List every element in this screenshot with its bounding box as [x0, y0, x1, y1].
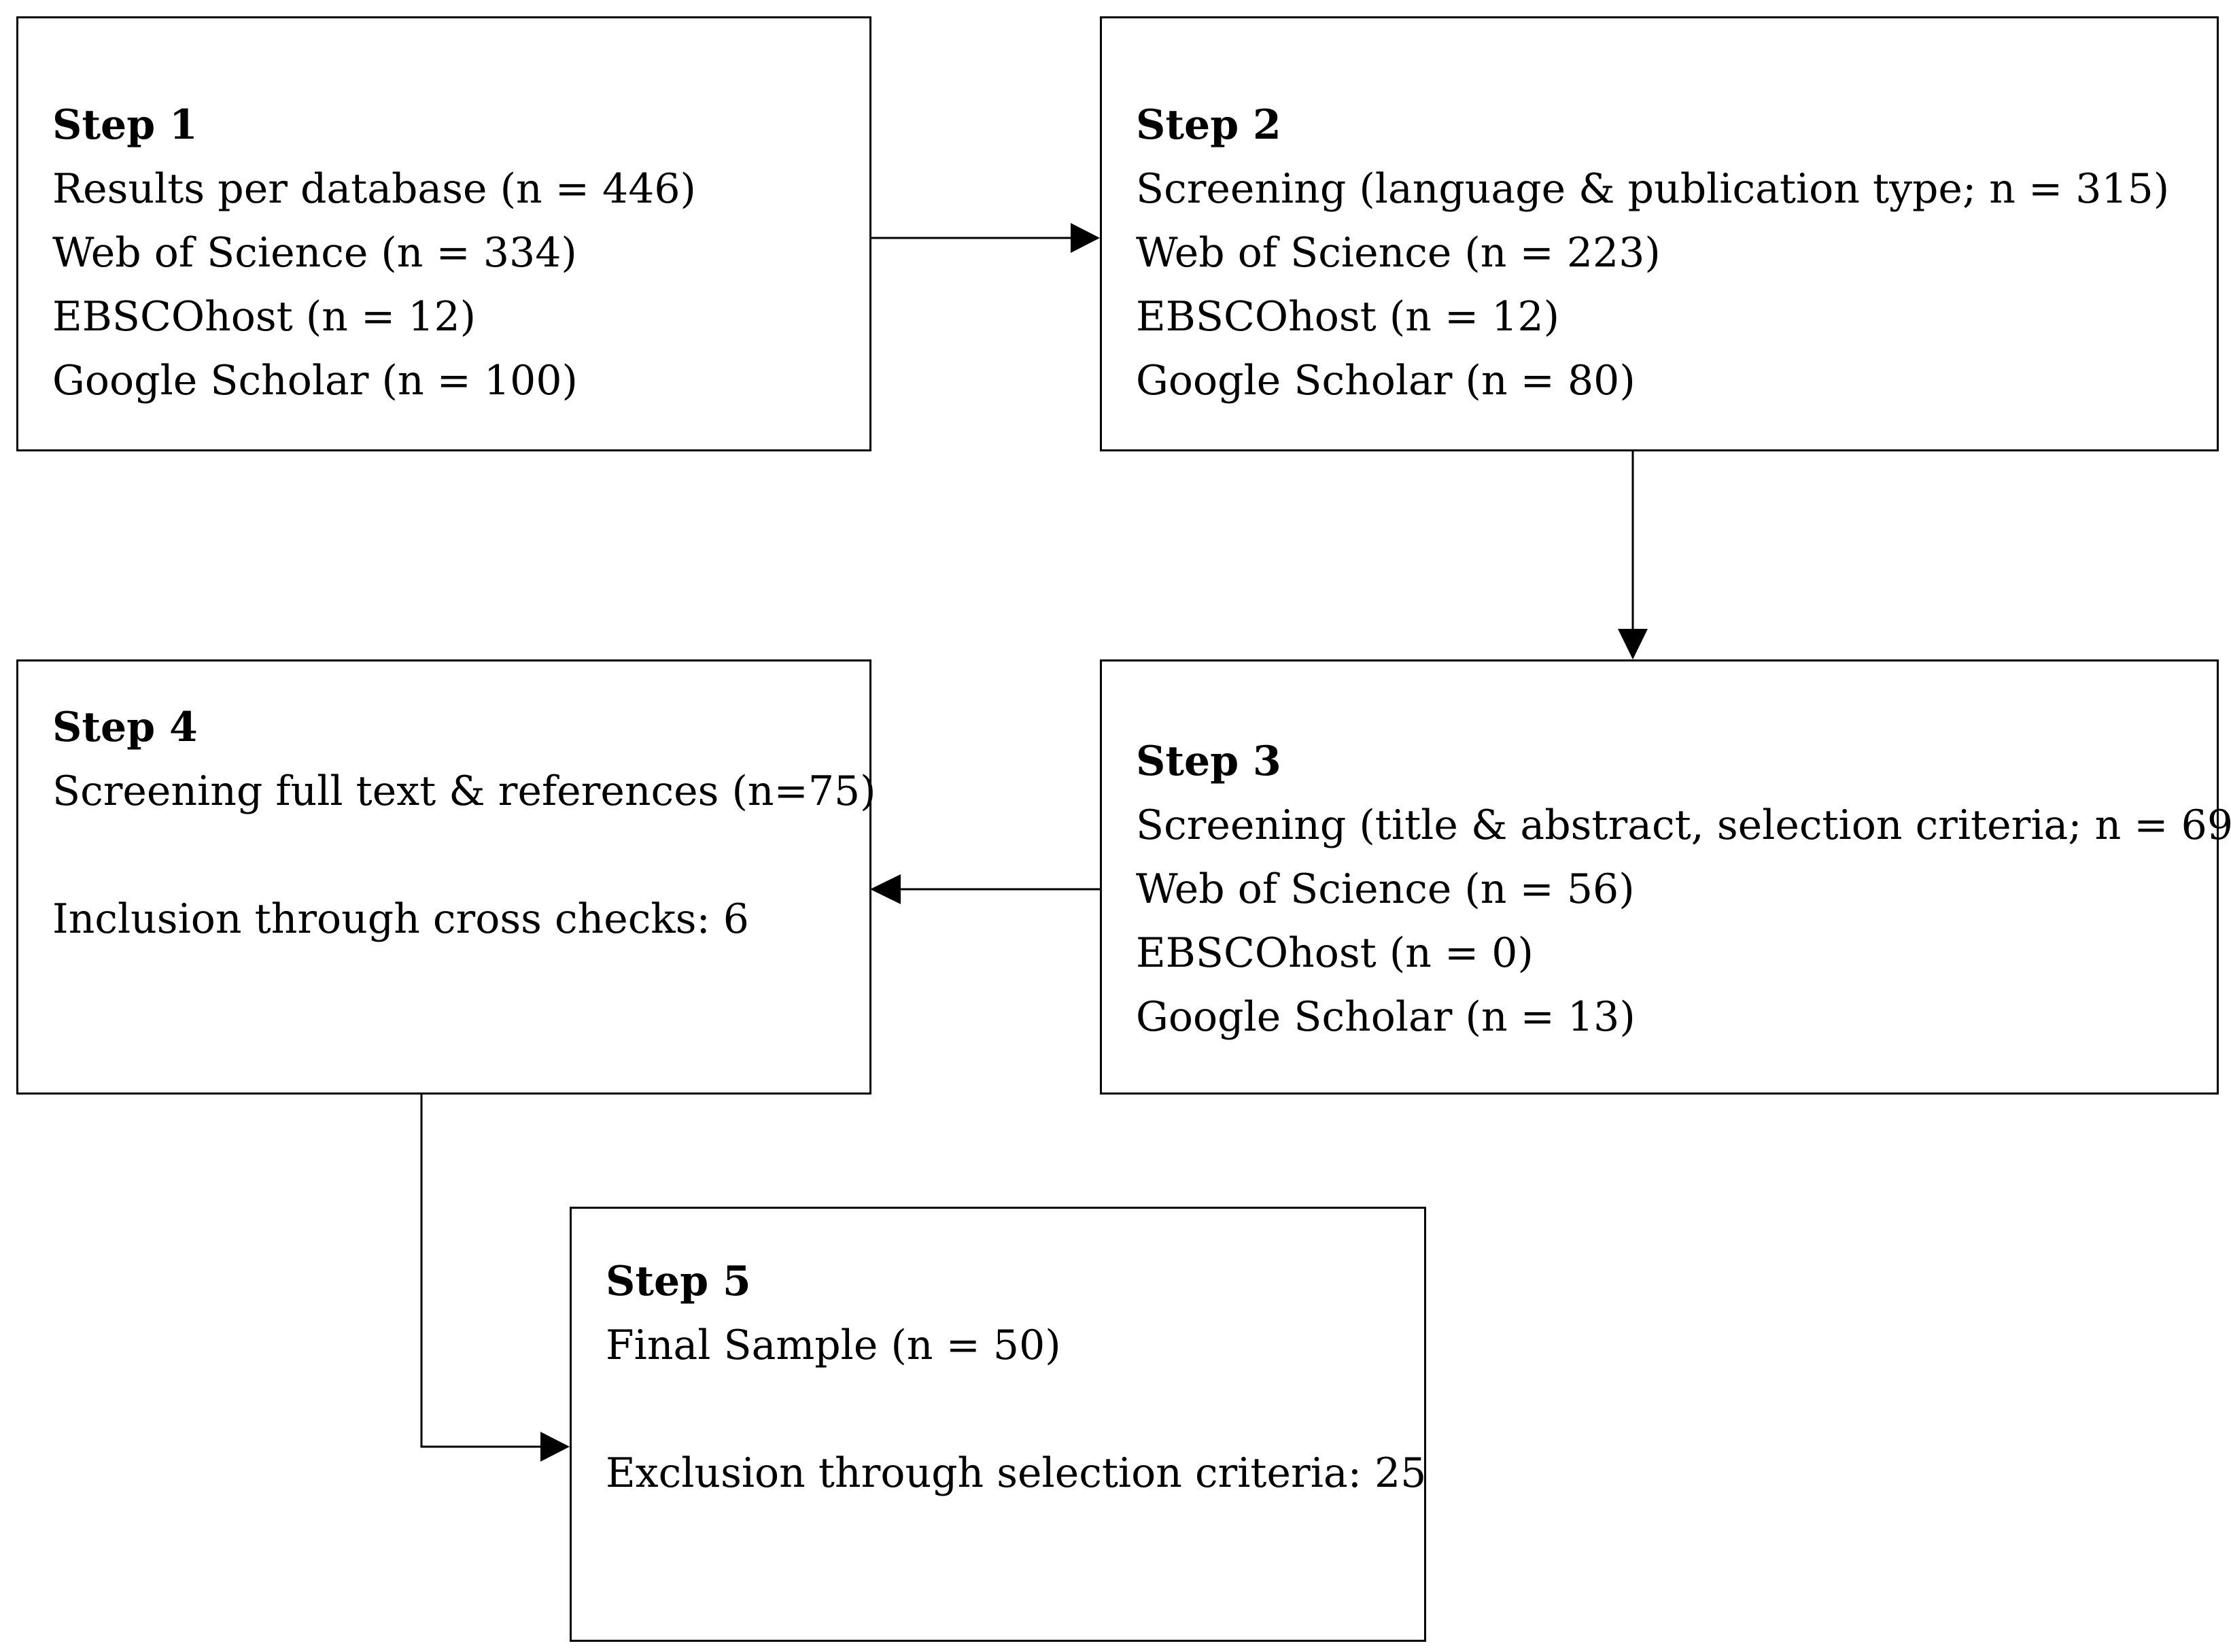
arrow-step4-to-step5: [420, 1095, 570, 1462]
step3-line-ebsco: EBSCOhost (n = 0): [1136, 929, 1534, 977]
step2-box: Step 2 Screening (language & publication…: [1100, 16, 2219, 451]
step3-line-wos: Web of Science (n = 56): [1136, 865, 1635, 913]
step4-box: Step 4 Screening full text & references …: [16, 659, 876, 1095]
step3-line-scholar: Google Scholar (n = 13): [1136, 993, 1636, 1041]
step1-title: Step 1: [52, 101, 198, 149]
step2-title: Step 2: [1136, 101, 1281, 149]
step3-title: Step 3: [1136, 738, 1281, 785]
step2-line-ebsco: EBSCOhost (n = 12): [1136, 293, 1560, 341]
step5-line-final: Final Sample (n = 50): [606, 1322, 1061, 1369]
step5-title: Step 5: [606, 1258, 751, 1305]
step3-box: Step 3 Screening (title & abstract, sele…: [1100, 659, 2231, 1095]
step1-line-scholar: Google Scholar (n = 100): [52, 357, 578, 405]
step1-line-total: Results per database (n = 446): [52, 165, 696, 213]
step5-line-exclusion: Exclusion through selection criteria: 25: [606, 1449, 1427, 1497]
arrow-step2-to-step3: [1618, 451, 1648, 659]
step2-line-wos: Web of Science (n = 223): [1136, 229, 1661, 277]
step2-line-scholar: Google Scholar (n = 80): [1136, 357, 1636, 405]
step4-title: Step 4: [52, 704, 198, 751]
step5-box: Step 5 Final Sample (n = 50) Exclusion t…: [570, 1207, 1426, 1642]
step1-line-wos: Web of Science (n = 334): [52, 229, 577, 277]
step1-line-ebsco: EBSCOhost (n = 12): [52, 293, 477, 341]
step1-box: Step 1 Results per database (n = 446) We…: [16, 16, 871, 451]
step4-line-inclusion: Inclusion through cross checks: 6: [52, 895, 749, 943]
step2-line-total: Screening (language & publication type; …: [1136, 165, 2170, 213]
step3-line-total: Screening (title & abstract, selection c…: [1136, 802, 2231, 849]
arrow-step1-to-step2: [870, 223, 1100, 253]
step4-line-screening: Screening full text & references (n=75): [52, 768, 876, 815]
arrow-step3-to-step4: [870, 874, 1100, 904]
